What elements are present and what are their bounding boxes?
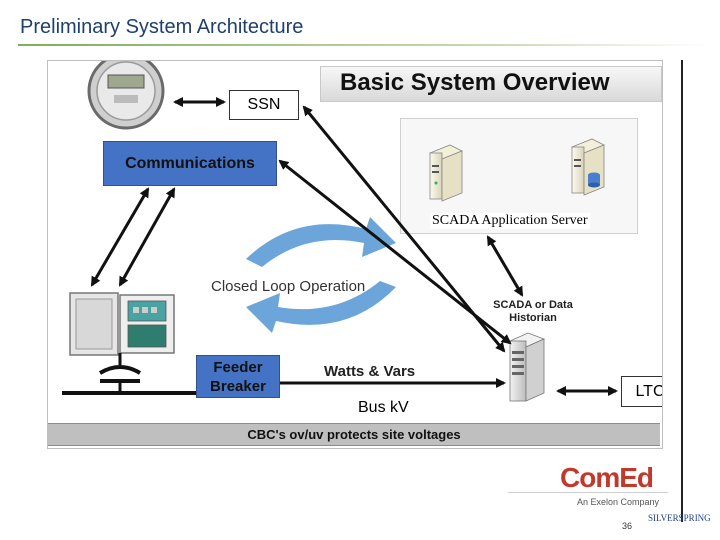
closed-loop-label: Closed Loop Operation bbox=[211, 278, 366, 295]
silver-spring-logo: SILVERSPRING bbox=[648, 513, 711, 523]
diagram-graphics bbox=[62, 61, 618, 402]
architecture-diagram: Basic System Overview bbox=[47, 60, 663, 449]
communications-historian-arrow bbox=[278, 159, 512, 345]
communications-controller-arrow-1 bbox=[90, 187, 150, 287]
feeder-label: Feeder bbox=[213, 359, 263, 376]
bus-kv-label: Bus kV bbox=[358, 399, 409, 416]
server-icon bbox=[429, 144, 463, 202]
cbc-protection-bar: CBC's ov/uv protects site voltages bbox=[48, 423, 660, 446]
overview-banner bbox=[320, 66, 662, 102]
title-underline bbox=[18, 44, 708, 46]
server-database-icon bbox=[571, 138, 605, 196]
historian-label: SCADA or Data Historian bbox=[493, 299, 573, 324]
slide-title: Preliminary System Architecture bbox=[20, 16, 304, 38]
right-divider bbox=[681, 60, 683, 522]
overview-title: Basic System Overview bbox=[340, 69, 610, 96]
comed-tagline: An Exelon Company bbox=[577, 497, 660, 507]
scada-server-label: SCADA Application Server bbox=[430, 213, 590, 229]
comed-logo: ComEd bbox=[560, 462, 654, 493]
watts-vars-label: Watts & Vars bbox=[324, 363, 416, 380]
page-number: 36 bbox=[622, 521, 633, 531]
server-historian-arrow bbox=[486, 235, 524, 297]
ssn-box: SSN bbox=[229, 90, 299, 120]
historian-server-icon bbox=[508, 332, 546, 402]
breaker-label: Breaker bbox=[210, 378, 266, 395]
capacitor-controller-icon bbox=[69, 292, 175, 356]
capacitor-symbol-icon bbox=[98, 353, 142, 392]
smart-meter-icon bbox=[87, 61, 165, 130]
logo-divider bbox=[508, 492, 668, 493]
communications-controller-arrow-2 bbox=[118, 187, 176, 287]
communications-box: Communications bbox=[103, 141, 277, 186]
ltc-box: LTC bbox=[621, 376, 662, 407]
feeder-breaker-box: Feeder Breaker bbox=[196, 355, 280, 398]
